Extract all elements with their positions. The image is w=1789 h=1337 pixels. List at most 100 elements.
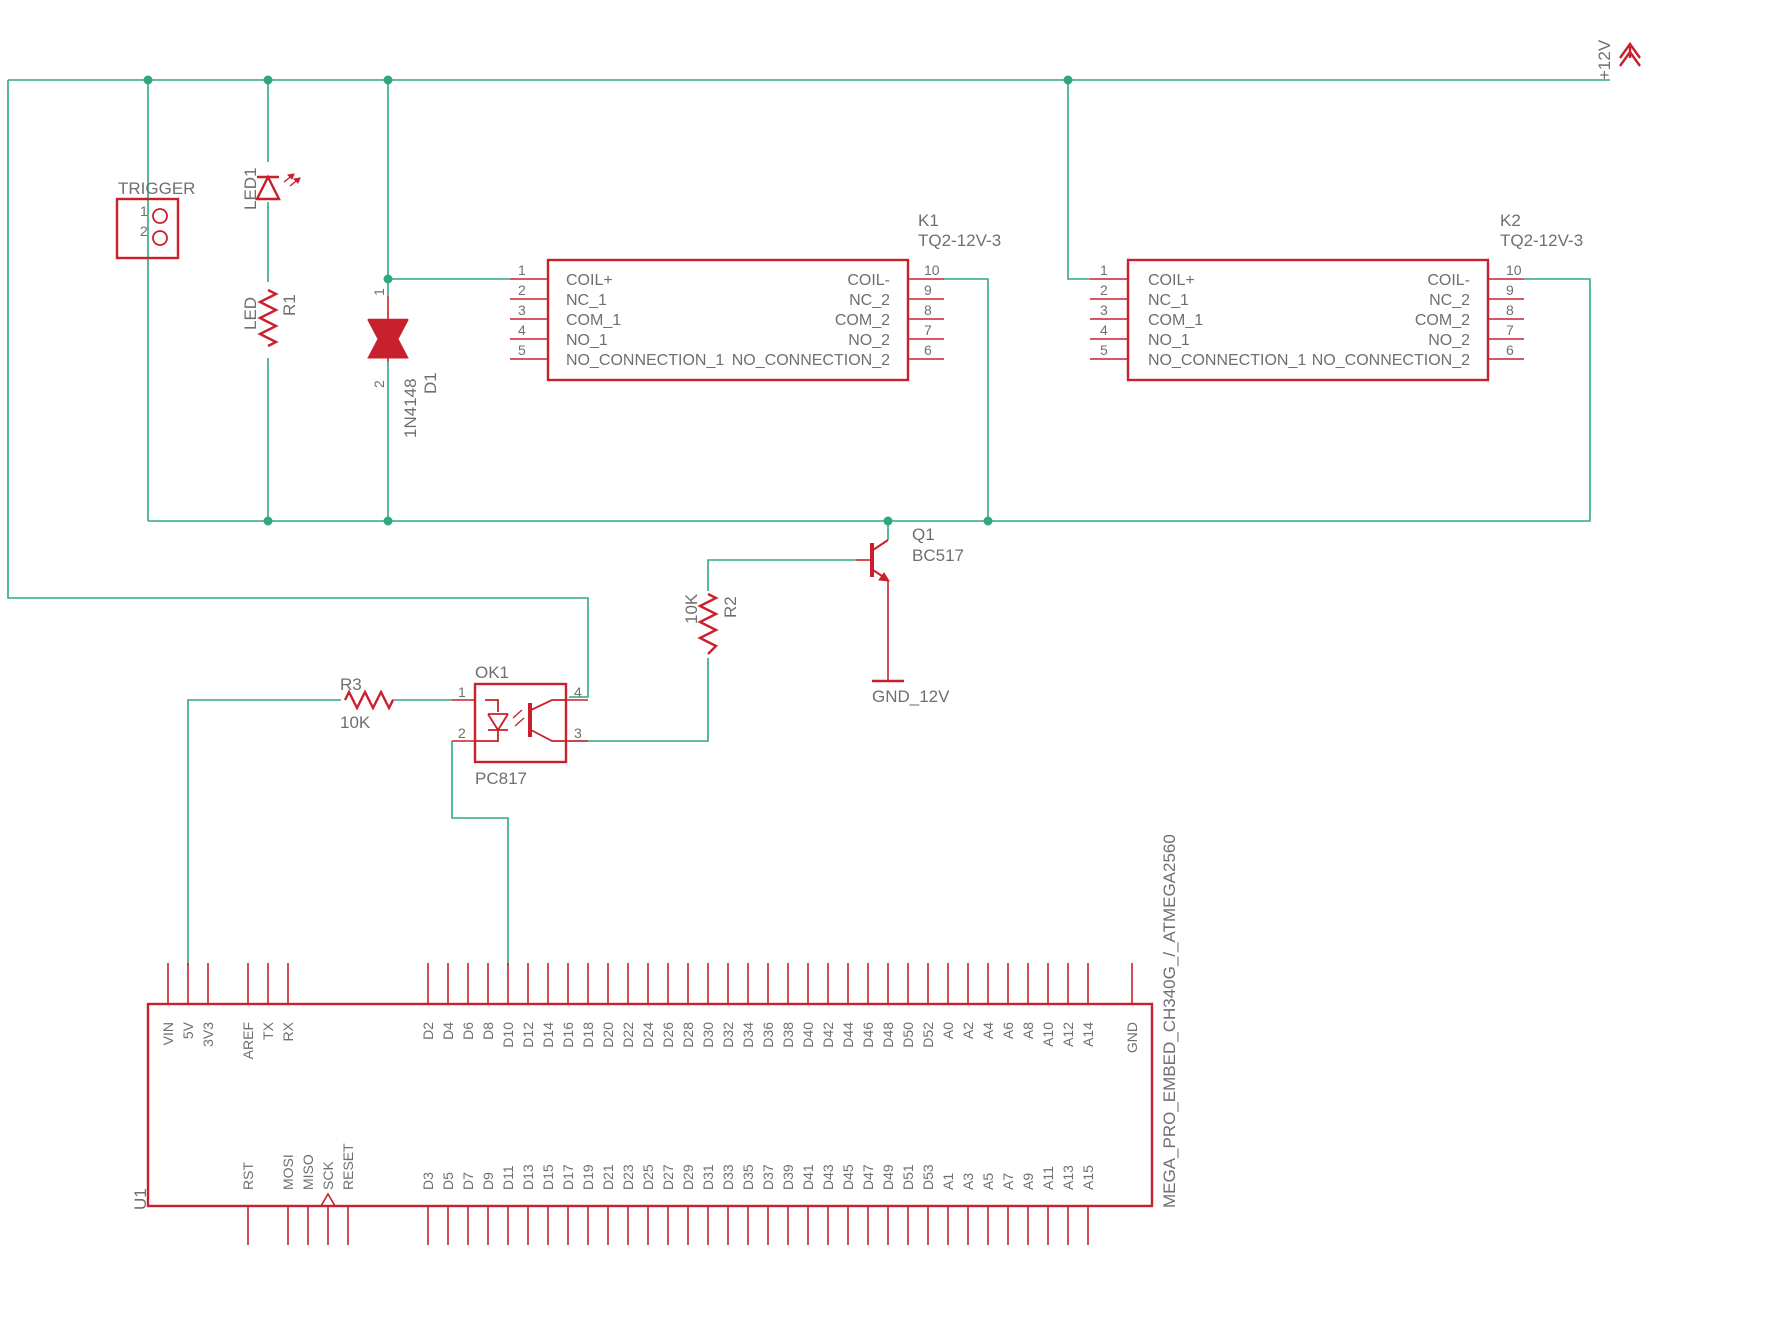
u1-pin-label: D47 [860,1164,876,1190]
k2-right-pins: 10 9 8 7 6 COIL- NC_2 COM_2 NO_2 NO_CONN… [1312,262,1524,369]
wire-left-loop [7,80,589,698]
k1-pin-label: NO_2 [848,332,890,349]
u1-pin-label: D7 [460,1172,476,1190]
u1-pin-label: A10 [1040,1022,1056,1047]
wire-q1-base [707,559,856,591]
u1-mega-board[interactable]: U1 MEGA_PRO_EMBED_CH340G_/_ATMEGA2560 VI… [131,834,1179,1245]
u1-pin-label: D36 [760,1022,776,1048]
u1-pin-label: A6 [1000,1022,1016,1039]
d1-value: 1N4148 [401,378,420,438]
wire-r2-to-ok1 [569,658,709,742]
k1-pin-label: NC_1 [566,292,607,309]
u1-pin-label: D35 [740,1164,756,1190]
r2-value: 10K [682,593,701,624]
k2-pin-number: 9 [1506,282,1514,298]
r3-value: 10K [340,713,371,732]
u1-pin-label: D48 [880,1022,896,1048]
u1-pin-label: D13 [520,1164,536,1190]
k1-pin-number: 10 [924,262,940,278]
k1-pin-label: NO_CONNECTION_2 [732,352,890,369]
k2-name: K2 [1500,211,1521,230]
trigger-pin1-icon [152,208,168,224]
k2-pin-label: NO_2 [1428,332,1470,349]
k2-pin-label: NC_2 [1429,292,1470,309]
junction-dot [383,75,393,85]
k2-pin-lead [1488,278,1524,360]
k1-relay[interactable]: K1 TQ2-12V-3 1 2 3 4 5 COIL+ NC_1 COM_1 … [510,211,1001,382]
u1-pin-label: A1 [940,1173,956,1190]
junction-dot [883,516,893,526]
u1-pin-label: D5 [440,1172,456,1190]
trigger-pin1-number: 1 [140,203,148,219]
k1-pin-label: NO_CONNECTION_1 [566,352,724,369]
u1-pin-label: D10 [500,1022,516,1048]
u1-pin-label: D27 [660,1164,676,1190]
ok1-value: PC817 [475,769,527,788]
k2-value: TQ2-12V-3 [1500,231,1583,250]
u1-pin-label: A13 [1060,1165,1076,1190]
supply-12v-label: +12V [1595,39,1614,80]
r3-resistor[interactable]: R3 10K [340,675,395,732]
k2-relay[interactable]: K2 TQ2-12V-3 1 2 3 4 5 COIL+ NC_1 COM_1 … [1090,211,1583,382]
u1-pin-label: A7 [1000,1173,1016,1190]
d1-pin1-number: 1 [371,288,387,296]
q1-transistor[interactable]: Q1 BC517 GND_12V [856,525,964,706]
u1-body [146,1002,1154,1208]
u1-pin-label: A15 [1080,1165,1096,1190]
k2-pin-number: 5 [1100,342,1108,358]
trigger-connector[interactable]: TRIGGER 1 2 [115,179,195,260]
ok1-transistor-legs [530,699,566,742]
r2-resistor[interactable]: 10K R2 [682,592,740,655]
k1-pin-label: NO_1 [566,332,608,349]
q1-value: BC517 [912,546,964,565]
d1-diode[interactable]: 1 2 1N4148 D1 [367,288,440,438]
ok1-pin1-number: 1 [458,684,466,700]
k2-pin-number: 3 [1100,302,1108,318]
k1-pin-number: 1 [518,262,526,278]
u1-pin-label: D11 [500,1165,516,1190]
u1-pin-label: RX [280,1021,296,1041]
k2-pin-lead [1090,278,1128,360]
u1-pin-label: D37 [760,1164,776,1190]
k2-pin-label: COIL- [1427,272,1470,289]
r1-resistor[interactable]: LED R1 [241,288,299,348]
q1-collector-leg [872,539,889,551]
u1-pin-label: RST [240,1162,256,1190]
u1-pin-label: D3 [420,1172,436,1190]
ok1-optocoupler[interactable]: OK1 PC817 1 2 4 3 [452,663,588,788]
sck-clock-icon [320,1192,336,1207]
u1-pin-label: A2 [960,1022,976,1039]
u1-pin-label: RESET [340,1143,356,1190]
optocoupler-led-icon [475,699,509,742]
junction-dot [1063,75,1073,85]
k2-pin-number: 6 [1506,342,1514,358]
u1-pin-label: D26 [660,1022,676,1048]
k1-pin-number: 2 [518,282,526,298]
wire-k2-coil-plus [1067,80,1090,280]
supply-12v[interactable]: +12V [1595,39,1641,80]
u1-pin-label: D17 [560,1164,576,1190]
k2-pin-label: COM_2 [1415,312,1470,329]
u1-pin-label: D25 [640,1164,656,1190]
led1-name: LED1 [241,167,260,210]
led1[interactable]: LED1 [241,167,301,210]
u1-pin-label: VIN [160,1022,176,1045]
u1-pin-label: D50 [900,1022,916,1048]
wire-bottom-bus [148,278,1591,522]
u1-value: MEGA_PRO_EMBED_CH340G_/_ATMEGA2560 [1160,834,1179,1208]
k2-left-pins: 1 2 3 4 5 COIL+ NC_1 COM_1 NO_1 NO_CONNE… [1090,262,1306,369]
d1-body [367,318,409,359]
k1-pin-label: COM_2 [835,312,890,329]
k1-pin-label: COIL- [847,272,890,289]
k1-body [546,258,910,382]
ok1-name: OK1 [475,663,509,682]
junction-dot [263,516,273,526]
u1-pin-label: D16 [560,1022,576,1048]
u1-pin-label: D8 [480,1022,496,1040]
u1-pin-label: D9 [480,1172,496,1190]
k2-pin-label: NO_CONNECTION_1 [1148,352,1306,369]
u1-pin-label: A14 [1080,1022,1096,1047]
u1-pin-label: A11 [1040,1166,1056,1190]
